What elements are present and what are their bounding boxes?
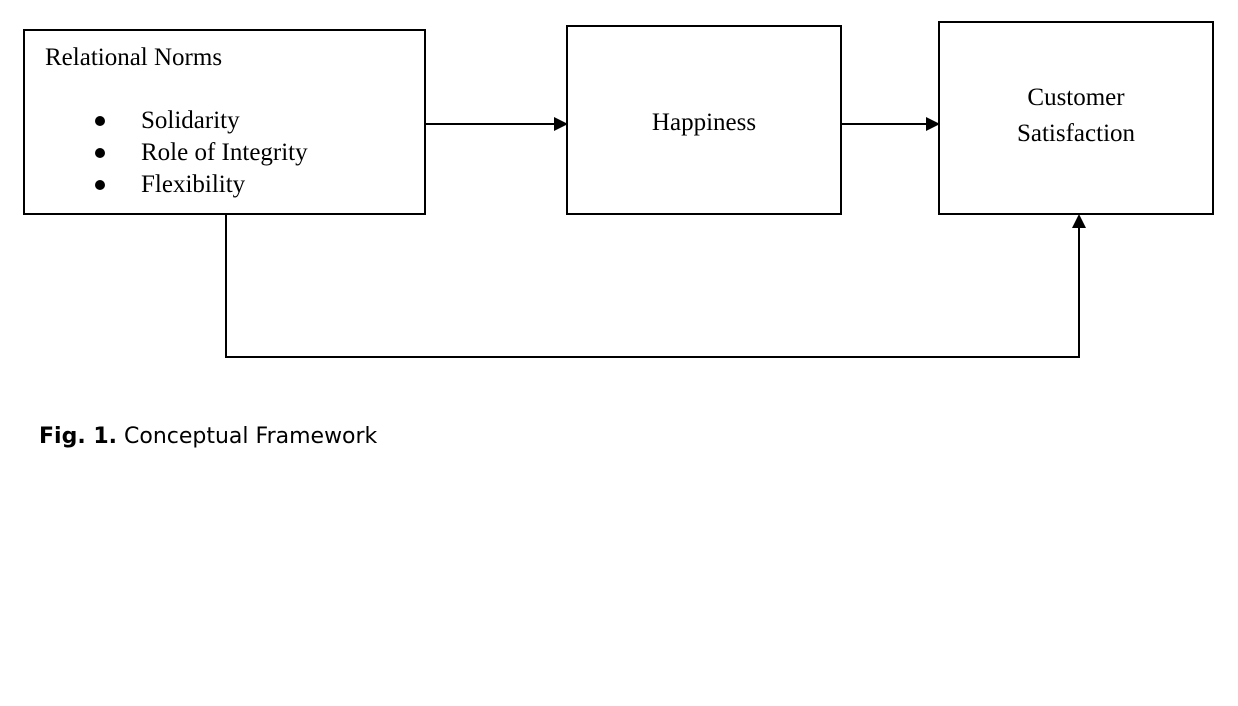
arrow-norms-to-satisfaction xyxy=(225,214,1086,358)
figure-number: Fig. 1. xyxy=(39,424,117,449)
bullet-icon xyxy=(95,180,105,190)
customer-satisfaction-label: Customer Satisfaction xyxy=(940,84,1212,152)
bullet-icon xyxy=(95,148,105,158)
customer-satisfaction-box: Customer Satisfaction xyxy=(938,21,1214,215)
bullet-icon xyxy=(95,116,105,126)
happiness-box: Happiness xyxy=(566,25,842,215)
norm-item-role-of-integrity: Role of Integrity xyxy=(141,139,308,166)
relational-norms-box: Relational Norms Solidarity Role of Inte… xyxy=(23,29,426,215)
relational-norms-title: Relational Norms xyxy=(45,44,223,71)
figure-caption: Fig. 1. Conceptual Framework xyxy=(39,424,377,449)
norm-item-flexibility: Flexibility xyxy=(141,171,246,198)
customer-satisfaction-line2: Satisfaction xyxy=(1016,120,1136,147)
happiness-label: Happiness xyxy=(651,109,757,136)
norm-item-solidarity: Solidarity xyxy=(141,107,240,134)
figure-title: Conceptual Framework xyxy=(124,424,378,449)
customer-satisfaction-line1: Customer xyxy=(1027,84,1125,111)
